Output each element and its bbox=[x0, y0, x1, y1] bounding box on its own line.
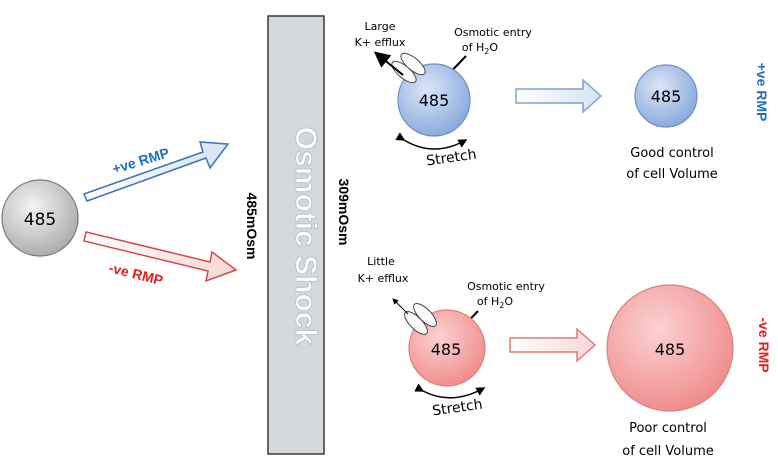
bottom-stretch-label: Stretch bbox=[431, 397, 483, 420]
bottom-result-line2: of cell Volume bbox=[622, 444, 714, 459]
top-entry-line1: Osmotic entry bbox=[454, 26, 532, 39]
osmolarity-before-label: 485mOsm bbox=[244, 193, 260, 260]
bottom-entry-line1: Osmotic entry bbox=[467, 280, 545, 293]
top-result-line1: Good control bbox=[630, 146, 713, 161]
bottom-result-value: 485 bbox=[655, 340, 686, 359]
bottom-result-arrow bbox=[509, 327, 597, 363]
top-stretch-label: Stretch bbox=[425, 147, 477, 170]
bottom-result-line1: Poor control bbox=[629, 421, 707, 436]
top-efflux-line1: Large bbox=[365, 20, 396, 33]
top-result-cell bbox=[634, 64, 698, 128]
top-stretch-arrow bbox=[395, 132, 468, 150]
bottom-k-channel-icon bbox=[404, 303, 437, 335]
negative-rmp-label: -ve RMP bbox=[107, 259, 164, 288]
osmolarity-after-label: 309mOsm bbox=[336, 179, 352, 246]
start-cell-value: 485 bbox=[24, 210, 56, 230]
bottom-cell-value: 485 bbox=[431, 340, 462, 359]
top-branch: Large K+ efflux Osmotic entry of H2O 485… bbox=[355, 20, 770, 182]
top-result-arrow bbox=[515, 78, 603, 114]
top-entry-line2: of H2O bbox=[462, 41, 498, 56]
osmotic-shock-label: Osmotic Shock bbox=[289, 127, 322, 346]
positive-rmp-arrow: +ve RMP bbox=[82, 141, 230, 202]
bottom-efflux-line2: K+ efflux bbox=[358, 272, 409, 285]
bottom-entry-line2: of H2O bbox=[477, 295, 513, 310]
start-cell: 485 bbox=[1, 179, 79, 257]
top-result-line2: of cell Volume bbox=[626, 167, 718, 182]
top-cell-value: 485 bbox=[419, 91, 450, 110]
bottom-side-label: -ve RMP bbox=[756, 317, 772, 372]
bottom-result-cell bbox=[606, 284, 734, 412]
bottom-efflux-line1: Little bbox=[367, 255, 395, 268]
top-efflux-line2: K+ efflux bbox=[355, 36, 406, 49]
bottom-k-efflux-arrow bbox=[392, 298, 409, 315]
top-k-efflux-arrow bbox=[373, 51, 404, 76]
top-k-channel-icon bbox=[391, 52, 426, 84]
top-side-label: +ve RMP bbox=[754, 63, 770, 122]
bottom-branch: Little K+ efflux Osmotic entry of H2O 48… bbox=[358, 255, 772, 459]
negative-rmp-arrow: -ve RMP bbox=[83, 231, 238, 288]
top-result-value: 485 bbox=[651, 87, 682, 106]
osmotic-shock-bar: Osmotic Shock bbox=[267, 15, 325, 455]
bottom-stretch-arrow bbox=[414, 383, 486, 399]
